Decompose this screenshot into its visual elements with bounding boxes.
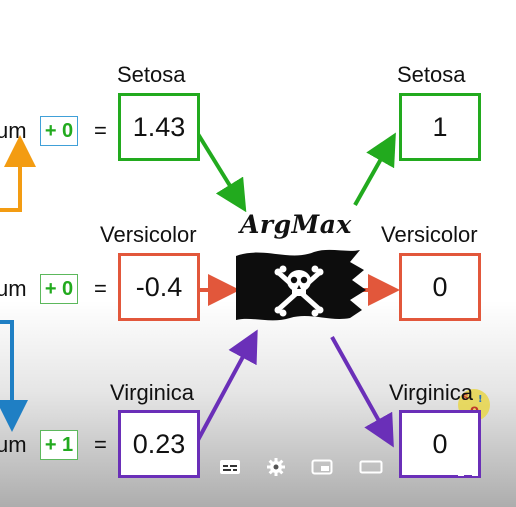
theater-mode-icon[interactable] [356, 455, 386, 479]
arrow-virginica-to-argmax [196, 329, 258, 441]
argmax-label: ArgMax [240, 210, 352, 239]
right-value-box-setosa: 1 [399, 93, 481, 161]
left-sum-suffix-versicolor: um [0, 276, 27, 301]
left-label-setosa: Setosa [117, 62, 186, 87]
right-label-virginica: Virginica [389, 380, 473, 405]
addend-versicolor: + 0 [40, 274, 78, 304]
addend-virginica: + 1 [40, 430, 78, 460]
left-value-box-virginica: 0.23 [118, 410, 200, 478]
right-label-versicolor: Versicolor [381, 222, 478, 247]
right-label-setosa: Setosa [397, 62, 466, 87]
feedback-arrow-blue [0, 320, 28, 432]
arrow-argmax-to-setosa [353, 132, 396, 206]
left-sum-suffix-setosa: um [0, 118, 27, 143]
left-sum-suffix-virginica: um [0, 432, 27, 457]
feedback-arrow-orange [0, 135, 36, 212]
subtitles-icon[interactable] [216, 455, 244, 479]
left-value-box-versicolor: -0.4 [118, 253, 200, 321]
fullscreen-icon[interactable] [454, 455, 482, 479]
svg-text:!: ! [478, 394, 483, 405]
left-value-box-setosa: 1.43 [118, 93, 200, 161]
arrow-argmax-to-virginica [330, 336, 394, 448]
equals-versicolor: = [94, 276, 107, 301]
settings-gear-icon[interactable] [262, 455, 290, 479]
pirate-flag-skull-crossbones-icon [236, 249, 366, 321]
cast-icon[interactable] [404, 455, 434, 479]
svg-text:s: s [462, 390, 469, 403]
arrow-setosa-to-argmax [196, 132, 247, 213]
equals-virginica: = [94, 432, 107, 457]
miniplayer-icon[interactable] [308, 455, 336, 479]
equals-setosa: = [94, 118, 107, 143]
right-value-box-versicolor: 0 [399, 253, 481, 321]
left-label-versicolor: Versicolor [100, 222, 197, 247]
addend-setosa: + 0 [40, 116, 78, 146]
left-label-virginica: Virginica [110, 380, 194, 405]
